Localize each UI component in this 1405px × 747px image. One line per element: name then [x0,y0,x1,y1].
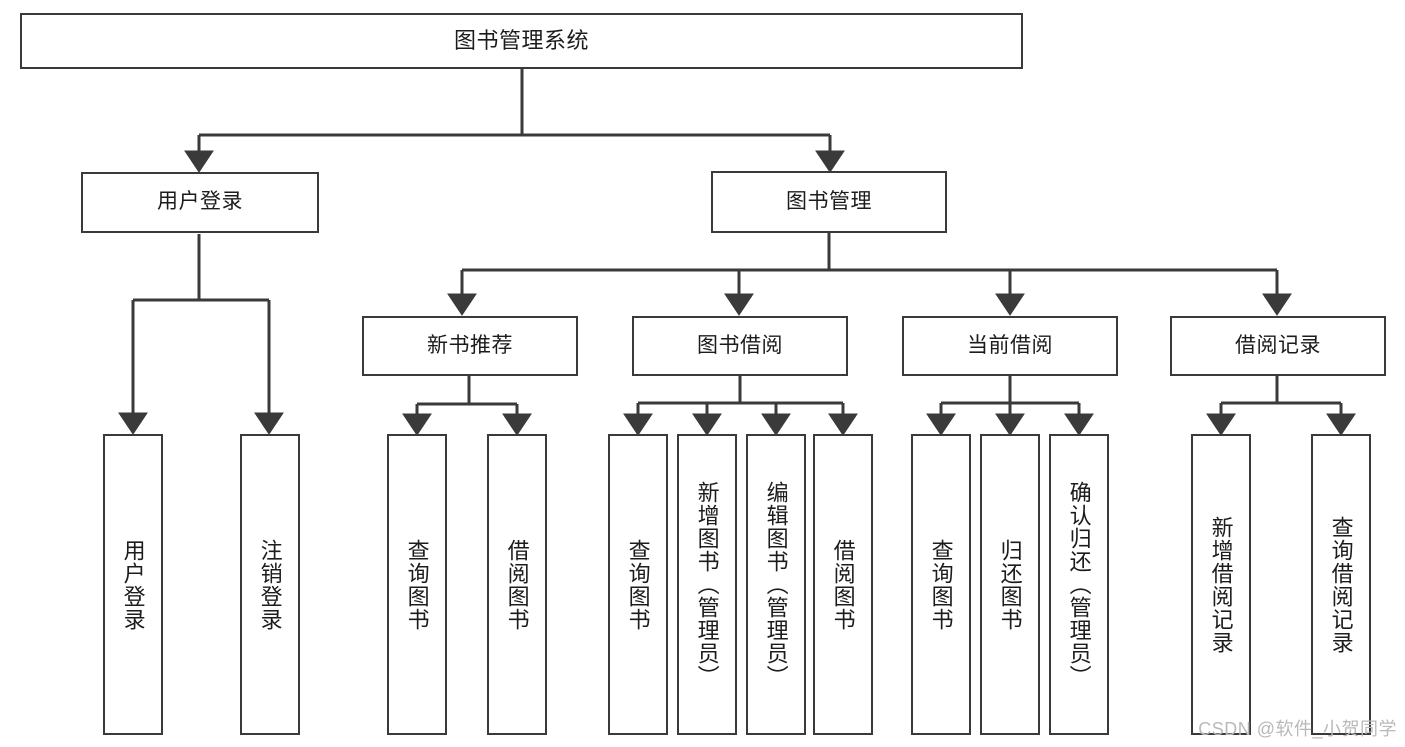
node-label: 借阅图书 [830,538,856,631]
leaf-borrow-book-recommend[interactable]: 借阅图书 [487,434,547,735]
leaf-edit-book-admin[interactable]: 编辑图书（管理员） [746,434,806,735]
node-label: 图书管理 [786,189,872,213]
node-label: 编辑图书（管理员） [763,481,789,688]
leaf-query-borrow-record[interactable]: 查询借阅记录 [1311,434,1371,735]
node-label: 当前借阅 [967,333,1053,357]
node-label: 查询图书 [928,538,954,631]
leaf-query-book-borrow[interactable]: 查询图书 [608,434,668,735]
node-new-book-recommend[interactable]: 新书推荐 [362,316,578,376]
leaf-add-book-admin[interactable]: 新增图书（管理员） [677,434,737,735]
leaf-logout[interactable]: 注销登录 [240,434,300,735]
node-label: 用户登录 [120,538,146,631]
node-label: 确认归还（管理员） [1066,481,1092,688]
node-book-management[interactable]: 图书管理 [711,171,947,233]
node-root-system[interactable]: 图书管理系统 [20,13,1023,69]
leaf-confirm-return-admin[interactable]: 确认归还（管理员） [1049,434,1109,735]
node-label: 新书推荐 [427,333,513,357]
node-label: 注销登录 [257,538,283,631]
node-label: 借阅记录 [1235,333,1321,357]
node-label: 借阅图书 [504,538,530,631]
leaf-query-book-recommend[interactable]: 查询图书 [387,434,447,735]
leaf-user-login[interactable]: 用户登录 [103,434,163,735]
node-borrow-record[interactable]: 借阅记录 [1170,316,1386,376]
node-book-borrow[interactable]: 图书借阅 [632,316,848,376]
node-current-borrow[interactable]: 当前借阅 [902,316,1118,376]
node-label: 图书管理系统 [453,28,589,54]
leaf-query-book-current[interactable]: 查询图书 [911,434,971,735]
leaf-return-book[interactable]: 归还图书 [980,434,1040,735]
node-label: 查询图书 [625,538,651,631]
node-label: 图书借阅 [697,333,783,357]
leaf-add-borrow-record[interactable]: 新增借阅记录 [1191,434,1251,735]
node-label: 新增借阅记录 [1208,515,1234,654]
node-label: 查询图书 [404,538,430,631]
node-label: 用户登录 [157,190,243,214]
node-label: 新增图书（管理员） [694,481,720,688]
csdn-watermark: CSDN @软件_小贺同学 [1198,719,1397,739]
node-user-login[interactable]: 用户登录 [81,172,319,233]
node-label: 查询借阅记录 [1328,515,1354,654]
node-label: 归还图书 [997,538,1023,631]
leaf-borrow-book[interactable]: 借阅图书 [813,434,873,735]
